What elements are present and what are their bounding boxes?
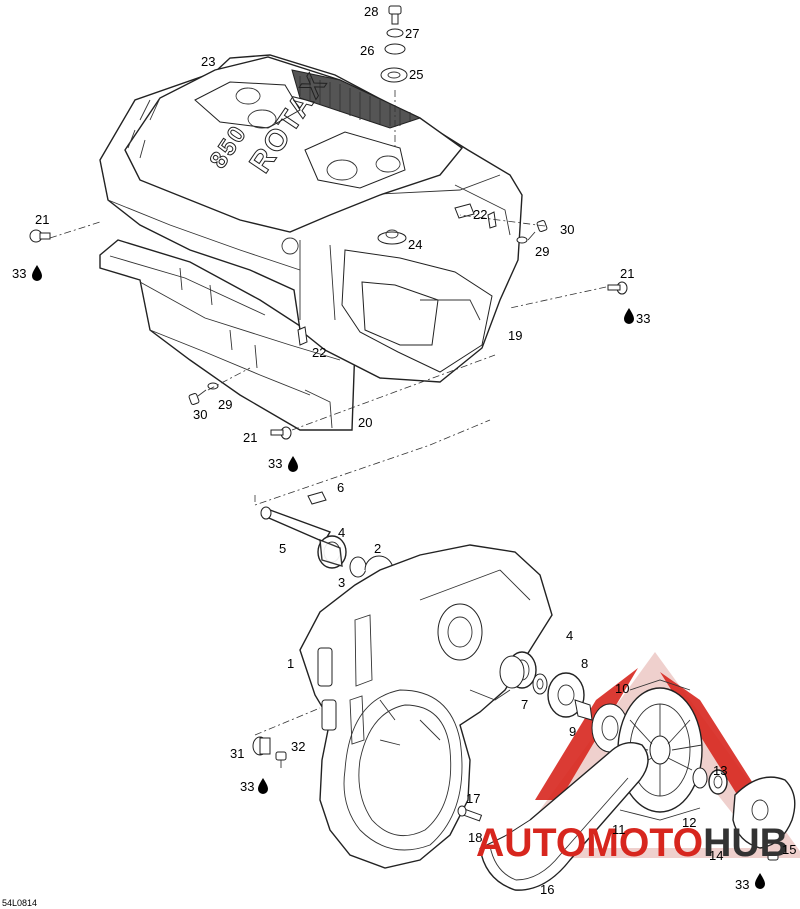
callout-20: 20	[358, 415, 372, 430]
leader-line	[291, 354, 496, 431]
screw-15	[767, 851, 779, 861]
ring-2	[349, 556, 367, 578]
washer-12	[692, 767, 708, 789]
leader-line	[254, 707, 321, 736]
figure-code: 54L0814	[2, 898, 37, 908]
callout-16: 16	[540, 882, 554, 897]
bearing-4-upper	[317, 535, 347, 569]
support-bracket-20	[99, 239, 356, 431]
shaft-5	[260, 506, 332, 543]
callout-5: 5	[279, 541, 286, 556]
oil-drop-icon	[755, 873, 765, 889]
fastener-stack	[380, 5, 408, 150]
callout-4-upper: 4	[338, 525, 345, 540]
callout-21-left: 21	[35, 212, 49, 227]
callout-25: 25	[409, 67, 423, 82]
nut-13	[708, 769, 728, 795]
callout-13: 13	[713, 763, 727, 778]
callout-23: 23	[201, 54, 215, 69]
rivet-21-right	[607, 281, 628, 295]
rivet-21-left	[29, 229, 51, 243]
callout-18: 18	[468, 830, 482, 845]
leader-line	[49, 221, 101, 239]
leader-line	[459, 214, 546, 227]
callout-7: 7	[521, 697, 528, 712]
callout-33-right: 33	[636, 311, 650, 326]
grommet-26	[384, 43, 406, 55]
callout-33-mid: 33	[240, 779, 254, 794]
callout-33-left: 33	[12, 266, 26, 281]
callout-28: 28	[364, 4, 378, 19]
screw-28	[388, 5, 402, 25]
key-6	[307, 491, 327, 505]
spacer-25	[380, 67, 408, 83]
callout-12: 12	[682, 815, 696, 830]
callout-26: 26	[360, 43, 374, 58]
callout-32: 32	[291, 739, 305, 754]
callout-8: 8	[581, 656, 588, 671]
spacer-7	[532, 673, 548, 695]
washer-9	[574, 699, 593, 721]
callout-4-lower: 4	[566, 628, 573, 643]
callout-11: 11	[612, 822, 626, 837]
callout-3: 3	[338, 575, 345, 590]
callout-31: 31	[230, 746, 244, 761]
leader-line	[509, 286, 607, 309]
oil-drop-icon	[258, 778, 268, 794]
washer-29-right	[516, 236, 528, 244]
grommet-24	[377, 229, 407, 245]
screw-30-left	[188, 389, 207, 406]
callout-24: 24	[408, 237, 422, 252]
screw-32	[275, 751, 287, 768]
screw-30-right	[527, 219, 548, 241]
oil-drop-icon	[624, 308, 634, 324]
watermark-text: AUTOMOTOHUB	[476, 821, 788, 865]
callout-27: 27	[405, 26, 419, 41]
leader-line	[254, 419, 491, 506]
callout-30-right: 30	[560, 222, 574, 237]
spacer-7-inner	[536, 678, 544, 690]
clip-22-upper	[454, 203, 497, 229]
callout-2: 2	[374, 541, 381, 556]
callout-22-upper: 22	[473, 207, 487, 222]
clip-22-lower	[297, 326, 308, 346]
watermark-triangle-accent	[535, 668, 638, 800]
callout-15: 15	[782, 842, 796, 857]
oil-drop-icon	[288, 456, 298, 472]
callout-21-bottom: 21	[243, 430, 257, 445]
drive-belt-16	[479, 742, 649, 891]
bushing-31	[252, 736, 271, 756]
callout-1: 1	[287, 656, 294, 671]
pulley-8	[547, 672, 585, 718]
callout-14: 14	[709, 848, 723, 863]
housing-1	[299, 544, 553, 869]
cover-14	[732, 776, 796, 849]
callout-33-bottom: 33	[268, 456, 282, 471]
rivet-21-bottom	[270, 426, 292, 440]
callout-17: 17	[466, 791, 480, 806]
bearing-4-lower	[499, 651, 537, 689]
oil-drop-icon	[32, 265, 42, 281]
callout-6: 6	[337, 480, 344, 495]
washer-27	[386, 28, 404, 38]
callout-29-right: 29	[535, 244, 549, 259]
callout-30-left: 30	[193, 407, 207, 422]
top-cover-23	[124, 56, 464, 233]
callout-10: 10	[615, 681, 629, 696]
washer-29-left	[207, 382, 219, 390]
callout-22-lower: 22	[312, 345, 326, 360]
callout-9: 9	[569, 724, 576, 739]
callout-29-left: 29	[218, 397, 232, 412]
callout-33-right-bottom: 33	[735, 877, 749, 892]
screw-17	[457, 805, 483, 822]
callout-21-right: 21	[620, 266, 634, 281]
callout-19: 19	[508, 328, 522, 343]
